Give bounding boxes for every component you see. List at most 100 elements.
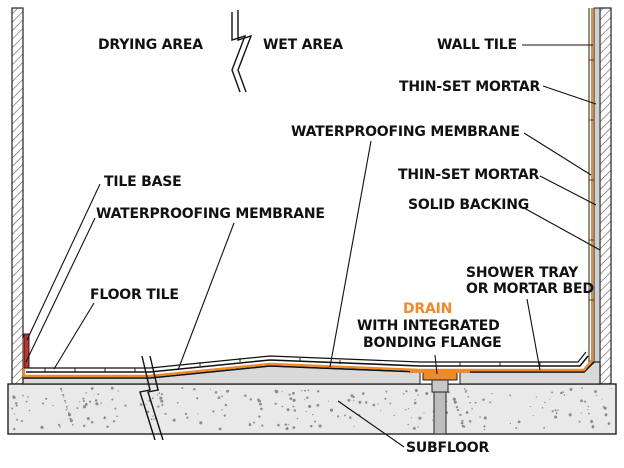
concrete-speckle bbox=[212, 410, 215, 413]
concrete-speckle bbox=[471, 407, 473, 410]
concrete-speckle bbox=[479, 416, 481, 418]
concrete-speckle bbox=[509, 422, 512, 425]
leader-membrane-left-2 bbox=[177, 222, 235, 371]
concrete-speckle bbox=[353, 425, 355, 427]
concrete-speckle bbox=[281, 405, 284, 408]
label-solid-backing: SOLID BACKING bbox=[408, 197, 530, 213]
concrete-speckle bbox=[337, 415, 340, 418]
concrete-speckle bbox=[309, 405, 312, 408]
leader-thinset-upper bbox=[542, 85, 597, 105]
concrete-speckle bbox=[459, 413, 462, 417]
concrete-speckle bbox=[372, 403, 376, 407]
concrete-speckle bbox=[63, 396, 65, 398]
concrete-speckle bbox=[554, 415, 558, 419]
concrete-speckle bbox=[377, 403, 379, 405]
concrete-speckle bbox=[112, 420, 116, 423]
concrete-speckle bbox=[111, 398, 114, 401]
leader-shower-tray bbox=[526, 298, 541, 371]
concrete-speckle bbox=[12, 395, 16, 400]
concrete-speckle bbox=[224, 403, 228, 407]
right-wall bbox=[588, 7, 612, 385]
concrete-speckle bbox=[305, 410, 307, 413]
concrete-speckle bbox=[64, 399, 66, 402]
concrete-speckle bbox=[549, 398, 551, 400]
concrete-speckle bbox=[214, 391, 218, 394]
concrete-speckle bbox=[310, 424, 313, 428]
concrete-speckle bbox=[199, 421, 203, 425]
concrete-speckle bbox=[15, 401, 18, 405]
concrete-speckle bbox=[463, 388, 466, 390]
concrete-speckle bbox=[404, 408, 407, 411]
concrete-speckle bbox=[605, 415, 607, 417]
concrete-speckle bbox=[258, 415, 261, 418]
leader-membrane-upper-2 bbox=[329, 140, 372, 368]
concrete-speckle bbox=[103, 416, 106, 419]
concrete-speckle bbox=[70, 417, 72, 420]
concrete-speckle bbox=[318, 424, 322, 428]
label-shower-tray-line2: OR MORTAR BED bbox=[466, 281, 594, 297]
concrete-speckle bbox=[385, 390, 388, 393]
leader-drain bbox=[434, 354, 438, 375]
concrete-speckle bbox=[244, 394, 247, 397]
concrete-speckle bbox=[328, 400, 330, 402]
concrete-speckle bbox=[65, 402, 67, 404]
concrete-speckle bbox=[260, 407, 263, 411]
concrete-speckle bbox=[110, 386, 114, 390]
concrete-speckle bbox=[588, 412, 590, 415]
break-line-bottom bbox=[139, 355, 164, 441]
concrete-speckle bbox=[425, 392, 429, 396]
leader-subfloor bbox=[337, 400, 405, 448]
concrete-speckle bbox=[59, 426, 61, 428]
concrete-speckle bbox=[41, 402, 45, 405]
concrete-speckle bbox=[361, 392, 365, 395]
concrete-speckle bbox=[156, 394, 159, 396]
concrete-speckle bbox=[226, 389, 230, 393]
concrete-speckle bbox=[453, 400, 457, 404]
concrete-speckle bbox=[353, 399, 355, 401]
concrete-speckle bbox=[124, 404, 127, 407]
concrete-speckle bbox=[464, 391, 467, 393]
label-subfloor: SUBFLOOR bbox=[406, 440, 490, 456]
concrete-speckle bbox=[158, 392, 161, 394]
concrete-speckle bbox=[304, 389, 306, 392]
concrete-speckle bbox=[509, 394, 511, 397]
concrete-speckle bbox=[176, 401, 179, 404]
concrete-speckle bbox=[482, 398, 485, 401]
concrete-speckle bbox=[580, 412, 582, 414]
concrete-speckle bbox=[413, 401, 417, 405]
concrete-speckle bbox=[591, 425, 595, 429]
concrete-speckle bbox=[16, 418, 19, 421]
concrete-speckle bbox=[460, 421, 464, 425]
label-drain-sub-line2: BONDING FLANGE bbox=[363, 335, 502, 351]
label-tile-base: TILE BASE bbox=[104, 174, 182, 190]
concrete-speckle bbox=[431, 419, 434, 421]
concrete-speckle bbox=[483, 428, 486, 431]
concrete-speckle bbox=[186, 416, 189, 419]
concrete-speckle bbox=[274, 402, 277, 405]
concrete-speckle bbox=[314, 420, 316, 423]
concrete-speckle bbox=[161, 403, 164, 406]
concrete-speckle bbox=[181, 387, 184, 389]
concrete-speckle bbox=[581, 387, 583, 389]
concrete-speckle bbox=[316, 404, 320, 407]
concrete-speckle bbox=[100, 402, 102, 404]
concrete-speckle bbox=[196, 397, 199, 400]
concrete-speckle bbox=[307, 389, 310, 392]
concrete-speckle bbox=[106, 425, 109, 428]
concrete-speckle bbox=[446, 400, 448, 402]
concrete-speckle bbox=[293, 409, 297, 412]
concrete-speckle bbox=[344, 414, 346, 417]
concrete-speckle bbox=[145, 403, 147, 405]
concrete-speckle bbox=[25, 400, 28, 403]
concrete-speckle bbox=[408, 408, 410, 410]
concrete-speckle bbox=[590, 419, 594, 424]
concrete-speckle bbox=[349, 416, 352, 419]
concrete-speckle bbox=[306, 396, 309, 399]
concrete-speckle bbox=[329, 408, 334, 412]
concrete-speckle bbox=[515, 427, 518, 430]
concrete-speckle bbox=[551, 410, 554, 413]
concrete-speckle bbox=[15, 404, 18, 407]
concrete-speckle bbox=[532, 414, 534, 417]
concrete-speckle bbox=[90, 387, 94, 390]
concrete-speckle bbox=[184, 412, 187, 416]
